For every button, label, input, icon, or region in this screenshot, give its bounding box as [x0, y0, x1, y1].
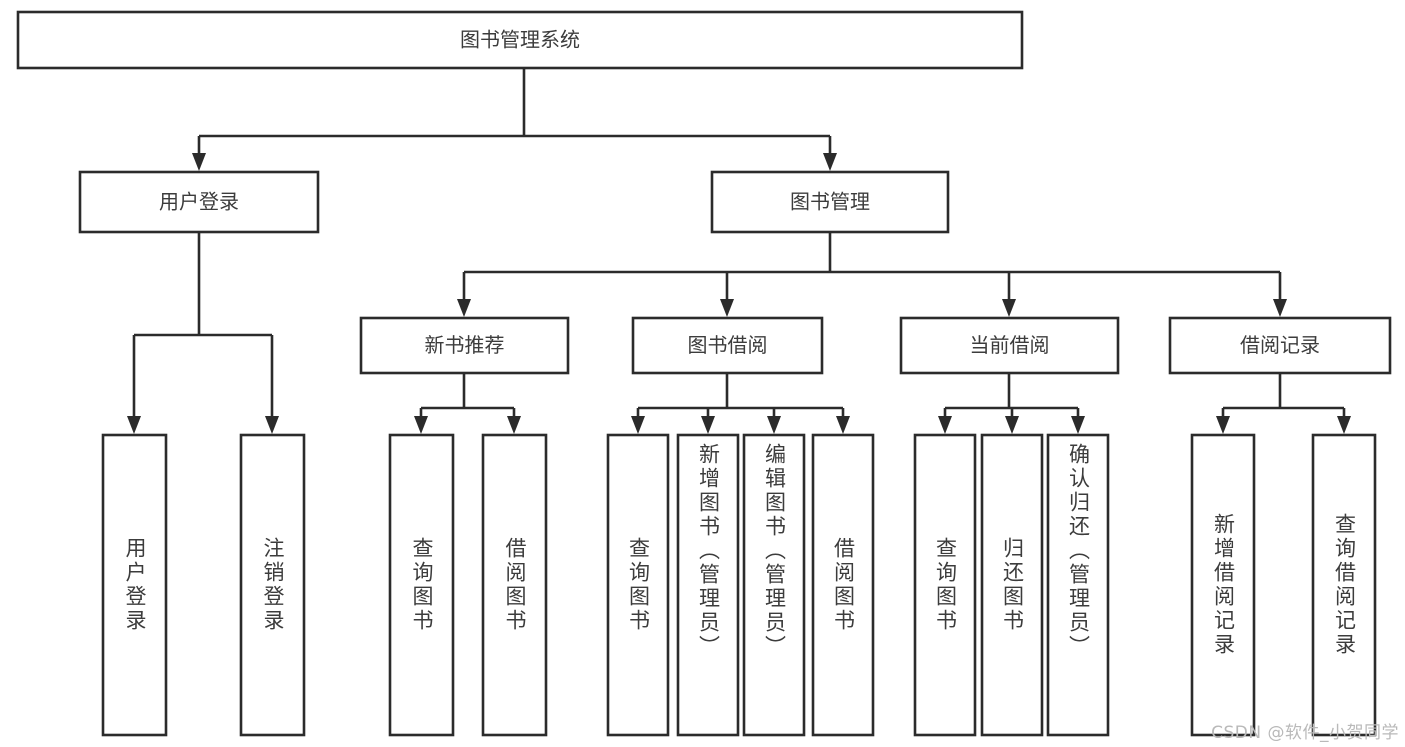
- connector-conn-bookmanage-to-level2: [457, 232, 1287, 317]
- connector-conn-bookborrow-to-leaves: [631, 373, 850, 434]
- node-leaf-borrow-book-2[interactable]: [811, 433, 875, 737]
- node-label-book-manage: 图书管理: [790, 190, 870, 214]
- node-label-book-borrow: 图书借阅: [688, 333, 768, 357]
- node-leaf-user-login[interactable]: [101, 433, 168, 737]
- node-leaf-edit-book[interactable]: [742, 433, 806, 737]
- node-label-leaf-add-record: 新增借阅记录: [1211, 513, 1236, 657]
- node-label-leaf-borrow-book-2: 借阅图书: [831, 537, 856, 633]
- node-root[interactable]: [16, 10, 1024, 70]
- node-label-leaf-query-book-2: 查询图书: [626, 537, 651, 633]
- node-label-leaf-logout: 注销登录: [261, 537, 285, 633]
- node-user-login[interactable]: [78, 170, 320, 234]
- node-borrow-records[interactable]: [1168, 316, 1392, 375]
- node-leaf-confirm-return[interactable]: [1046, 433, 1110, 737]
- node-leaf-borrow-book-1[interactable]: [481, 433, 548, 737]
- node-label-leaf-query-book-3: 查询图书: [933, 537, 958, 633]
- node-leaf-return-book[interactable]: [980, 433, 1044, 737]
- node-book-borrow[interactable]: [631, 316, 824, 375]
- connector-conn-currentborrow-to-leaves: [938, 373, 1085, 434]
- node-label-leaf-return-book: 归还图书: [1000, 537, 1025, 633]
- node-label-root: 图书管理系统: [460, 28, 580, 52]
- node-leaf-query-book-1[interactable]: [388, 433, 455, 737]
- node-leaf-logout[interactable]: [239, 433, 306, 737]
- node-new-book-recommend[interactable]: [359, 316, 570, 375]
- node-label-user-login: 用户登录: [159, 190, 239, 214]
- node-label-leaf-edit-book: 编辑图书（管理员）: [762, 443, 787, 659]
- node-book-manage[interactable]: [710, 170, 950, 234]
- node-current-borrow[interactable]: [899, 316, 1120, 375]
- watermark-text: CSDN @软件_小贺同学: [1211, 723, 1399, 743]
- node-label-current-borrow: 当前借阅: [970, 333, 1050, 357]
- node-leaf-query-book-2[interactable]: [606, 433, 670, 737]
- connector-conn-root-to-level1: [192, 68, 837, 171]
- node-label-new-book-recommend: 新书推荐: [425, 333, 505, 357]
- node-leaf-query-record[interactable]: [1311, 433, 1377, 737]
- node-label-leaf-confirm-return: 确认归还（管理员）: [1066, 443, 1091, 659]
- connector-conn-userlogin-to-leaves: [127, 232, 279, 434]
- node-label-borrow-records: 借阅记录: [1240, 333, 1320, 357]
- node-leaf-add-book[interactable]: [676, 433, 740, 737]
- node-label-leaf-user-login: 用户登录: [123, 537, 147, 633]
- connector-conn-records-to-leaves: [1216, 373, 1351, 434]
- node-leaf-query-book-3[interactable]: [913, 433, 977, 737]
- node-label-leaf-borrow-book-1: 借阅图书: [503, 537, 527, 633]
- node-label-leaf-query-book-1: 查询图书: [410, 537, 434, 633]
- node-label-leaf-query-record: 查询借阅记录: [1332, 513, 1357, 657]
- node-leaf-add-record[interactable]: [1190, 433, 1256, 737]
- connector-conn-newbook-to-leaves: [414, 373, 521, 434]
- node-label-leaf-add-book: 新增图书（管理员）: [696, 443, 721, 659]
